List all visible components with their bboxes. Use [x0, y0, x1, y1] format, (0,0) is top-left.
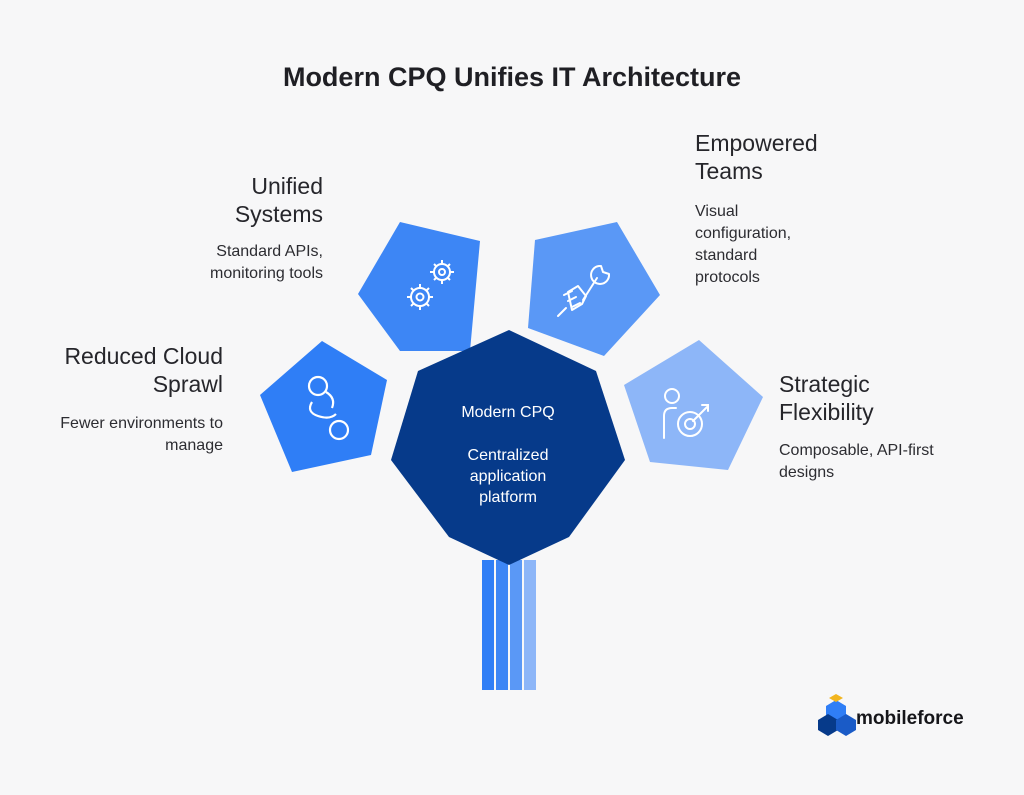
- stem-stripe-4: [524, 560, 536, 690]
- logo-wordmark: mobileforce: [856, 708, 964, 729]
- stem-stripe-3: [510, 560, 522, 690]
- center-heading: Modern CPQ: [461, 404, 555, 421]
- node-title-strategic-flexibility: Strategic Flexibility: [779, 371, 874, 425]
- page-title: Modern CPQ Unifies IT Architecture: [282, 62, 742, 92]
- person-target-icon: [663, 388, 709, 439]
- center-heptagon: [391, 330, 625, 565]
- node-desc-unified-systems: Standard APIs, monitoring tools: [210, 243, 323, 282]
- stem: [482, 560, 536, 690]
- stem-stripe-1: [482, 560, 494, 690]
- hand-wrench-icon: [557, 265, 611, 317]
- gears-icon: [407, 260, 454, 310]
- mobileforce-logo-icon: [818, 694, 856, 736]
- node-desc-strategic-flexibility: Composable, API-first designs: [779, 442, 934, 481]
- connected-circles-icon: [307, 375, 350, 441]
- pentagon-strategic-flexibility: [624, 340, 763, 470]
- node-title-unified-systems: Unified Systems: [234, 173, 323, 227]
- node-desc-cloud-sprawl: Fewer environments to manage: [60, 415, 223, 454]
- node-desc-empowered-teams: Visual configuration, standard protocols: [695, 203, 792, 286]
- center-description: Centralized application platform: [467, 447, 549, 506]
- stem-stripe-2: [496, 560, 508, 690]
- node-title-cloud-sprawl: Reduced Cloud Sprawl: [64, 343, 223, 397]
- pentagon-cloud-sprawl: [260, 341, 387, 472]
- node-title-empowered-teams: Empowered Teams: [695, 130, 818, 184]
- pentagon-empowered-teams: [528, 222, 660, 356]
